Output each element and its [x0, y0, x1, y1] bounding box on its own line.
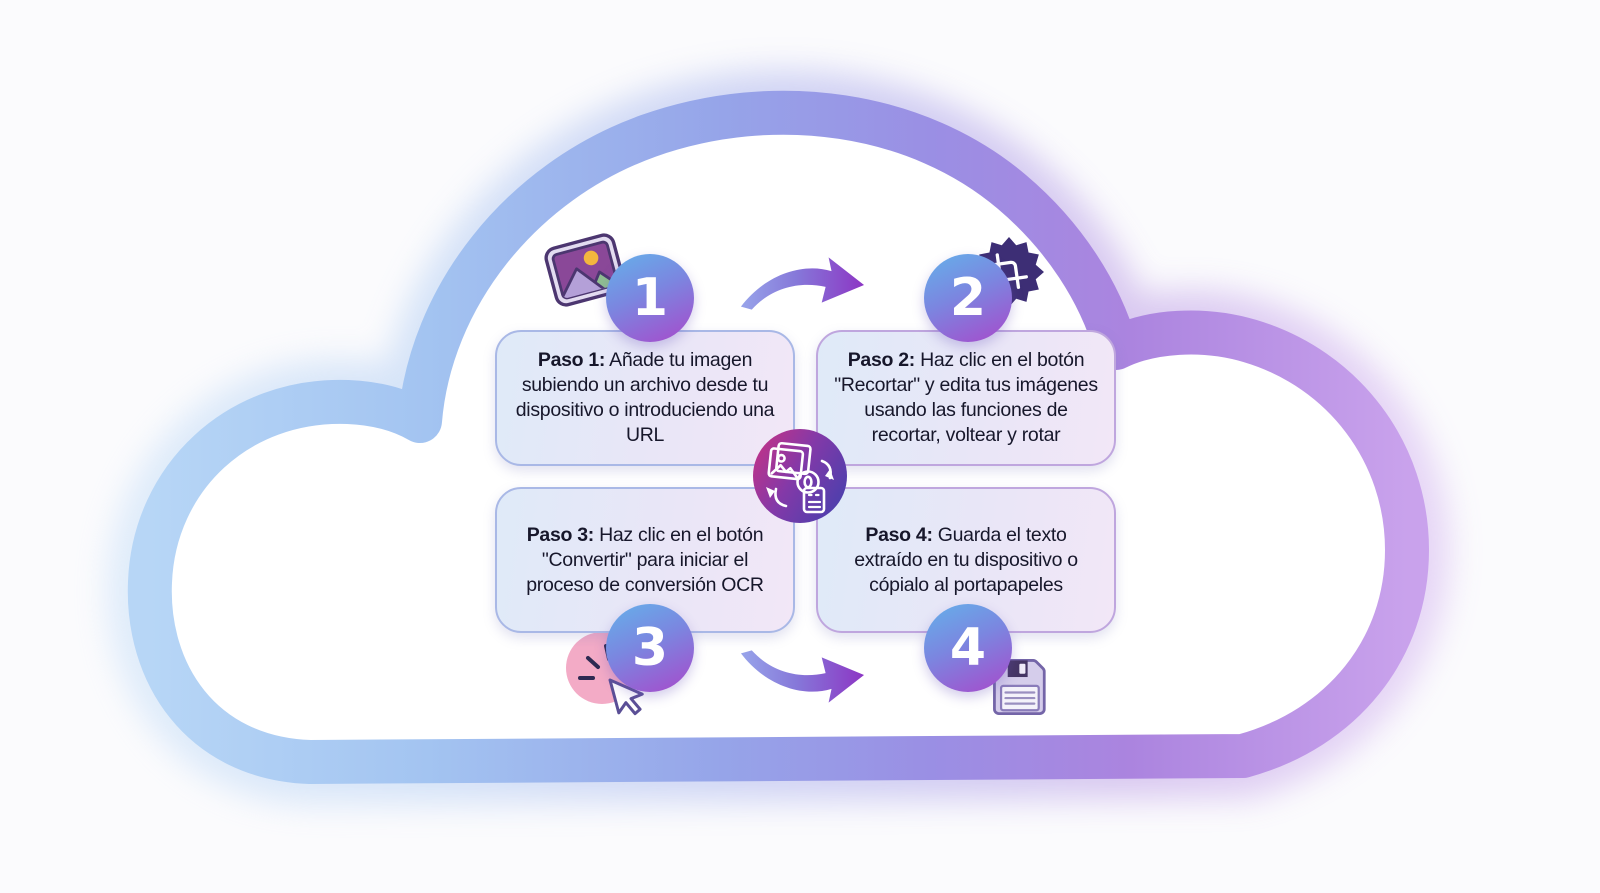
step-3-label: Paso 3: [526, 523, 595, 546]
step-2-text: Paso 2: Haz clic en el botón "Recortar" … [832, 348, 1100, 448]
image-to-text-conversion-icon [753, 429, 847, 523]
step-3-text: Paso 3: Haz clic en el botón "Convertir"… [511, 523, 779, 598]
step-4-body: Guarda el texto extraído en tu dispositi… [854, 523, 1078, 596]
step-4-text: Paso 4: Guarda el texto extraído en tu d… [832, 523, 1100, 598]
step-3-number-badge: 3 [606, 604, 694, 692]
step-1-body: Añade tu imagen subiendo un archivo desd… [515, 349, 775, 446]
step-4-number-badge: 4 [924, 604, 1012, 692]
photo-image-icon [544, 233, 626, 307]
arrow-step1-to-step2-icon [740, 257, 865, 310]
step-1-text: Paso 1: Añade tu imagen subiendo un arch… [511, 348, 779, 448]
step-3-body: Haz clic en el botón "Convertir" para in… [526, 523, 764, 596]
step-2-label: Paso 2: [847, 349, 916, 371]
step-2-card: Paso 2: Haz clic en el botón "Recortar" … [816, 330, 1116, 466]
step-2-body: Haz clic en el botón "Recortar" y edita … [834, 349, 1098, 446]
step-2-number-badge: 2 [924, 254, 1012, 342]
step-1-label: Paso 1: [537, 349, 606, 371]
arrow-step3-to-step4-icon [740, 650, 865, 703]
step-1-card: Paso 1: Añade tu imagen subiendo un arch… [495, 330, 795, 466]
step-4-label: Paso 4: [865, 523, 933, 546]
step-1-number-badge: 1 [606, 254, 694, 342]
